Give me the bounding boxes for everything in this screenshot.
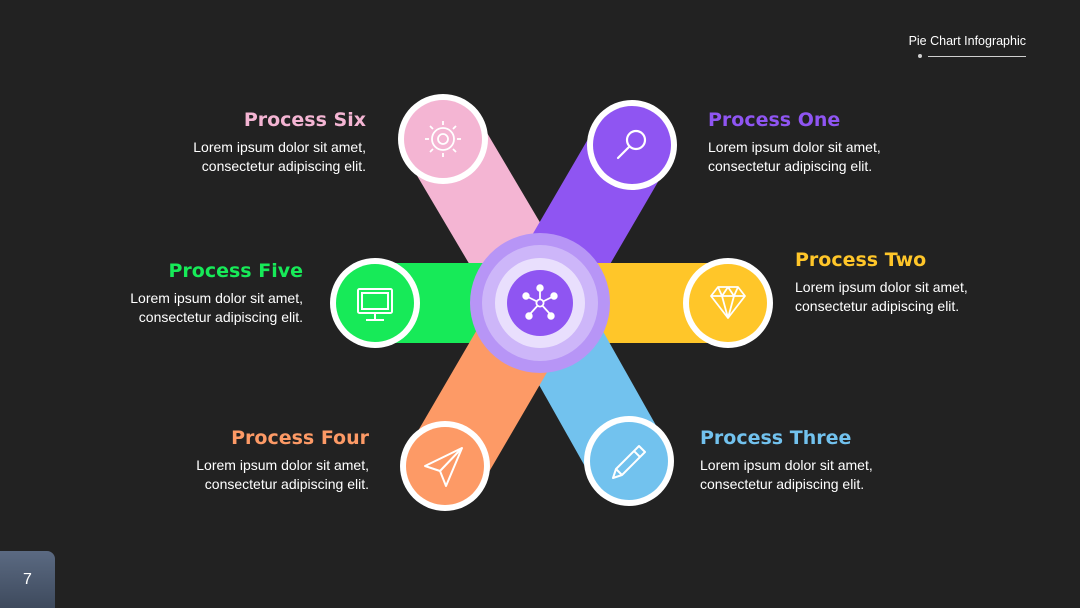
label-process-five: Process Five Lorem ipsum dolor sit amet,… [43,259,303,327]
label-process-one: Process One Lorem ipsum dolor sit amet, … [708,108,968,176]
process-title: Process Three [700,427,852,449]
process-description: Lorem ipsum dolor sit amet, consectetur … [43,289,303,327]
description-line: Lorem ipsum dolor sit amet, [795,279,968,295]
label-process-six: Process Six Lorem ipsum dolor sit amet, … [106,108,366,176]
node-process-six [398,94,488,184]
node-process-three [584,416,674,506]
description-line: consectetur adipiscing elit. [201,158,366,174]
network-nodes-icon [522,284,558,320]
process-description: Lorem ipsum dolor sit amet, consectetur … [700,456,960,494]
slide-header-title: Pie Chart Infographic [908,34,1026,48]
process-title: Process Four [231,427,369,449]
header-dot [918,54,922,58]
node-process-five [330,258,420,348]
process-description: Lorem ipsum dolor sit amet, consectetur … [106,138,366,176]
label-process-three: Process Three Lorem ipsum dolor sit amet… [700,426,960,494]
page-number-badge: 7 [0,551,55,608]
process-description: Lorem ipsum dolor sit amet, consectetur … [708,138,968,176]
paper-plane-icon [424,447,463,487]
process-description: Lorem ipsum dolor sit amet, consectetur … [795,278,1055,316]
center-hub [470,233,610,373]
description-line: Lorem ipsum dolor sit amet, [193,139,366,155]
description-line: Lorem ipsum dolor sit amet, [196,457,369,473]
node-process-two [683,258,773,348]
process-description: Lorem ipsum dolor sit amet, consectetur … [109,456,369,494]
label-process-four: Process Four Lorem ipsum dolor sit amet,… [109,426,369,494]
description-line: consectetur adipiscing elit. [795,298,960,314]
description-line: Lorem ipsum dolor sit amet, [130,290,303,306]
process-title: Process Six [243,109,366,131]
diamond-icon [710,286,746,319]
process-title: Process One [708,109,841,131]
description-line: consectetur adipiscing elit. [204,476,369,492]
process-title: Process Five [168,260,304,282]
description-line: consectetur adipiscing elit. [708,158,873,174]
label-process-two: Process Two Lorem ipsum dolor sit amet, … [795,248,1055,316]
description-line: Lorem ipsum dolor sit amet, [700,457,873,473]
description-line: Lorem ipsum dolor sit amet, [708,139,881,155]
gear-icon [425,121,461,157]
process-title: Process Two [795,249,927,271]
monitor-icon [357,288,393,321]
header-underline [928,56,1026,57]
pencil-icon [612,445,646,479]
node-process-four [400,421,490,511]
magnifier-icon [616,129,647,160]
description-line: consectetur adipiscing elit. [138,309,303,325]
node-process-one [587,100,677,190]
description-line: consectetur adipiscing elit. [700,476,865,492]
